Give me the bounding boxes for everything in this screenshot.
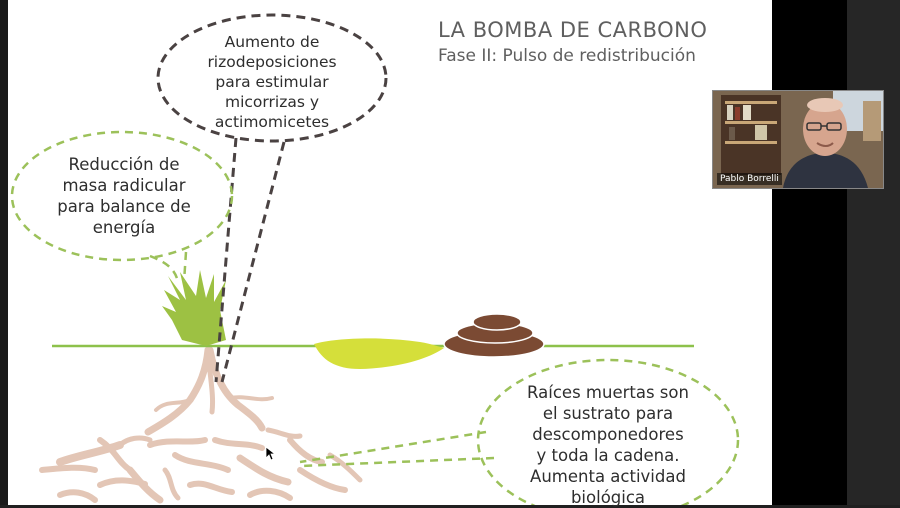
slide-subtitle: Fase II: Pulso de redistribución [438, 46, 696, 66]
organic-matter-blob [314, 338, 444, 369]
slide-title: LA BOMBA DE CARBONO [438, 18, 708, 42]
presentation-slide [8, 0, 772, 505]
bubble-raices-muertas-text: Raíces muertas son el sustrato para desc… [527, 383, 689, 507]
roots-illustration [39, 346, 363, 504]
bubble-masa-radicular-text: Reducción de masa radicular para balance… [57, 155, 191, 237]
left-border [0, 0, 8, 505]
bubble-rizodeposiciones-text: Aumento de rizodeposiciones para estimul… [207, 33, 337, 131]
participant-video-tile[interactable]: Pablo Borrelli [712, 90, 884, 189]
participant-video-feed [713, 91, 883, 188]
dung-pile [443, 313, 545, 358]
bubble-masa-radicular-outline [10, 130, 234, 283]
right-panel-black [772, 0, 847, 505]
bubble-raices-muertas-outline [299, 358, 740, 505]
right-panel-dark [847, 0, 900, 505]
grass-plant [162, 270, 226, 346]
bubble-rizodeposiciones-outline [156, 13, 388, 383]
participant-name-label: Pablo Borrelli [717, 173, 782, 185]
cursor-icon [265, 446, 277, 461]
